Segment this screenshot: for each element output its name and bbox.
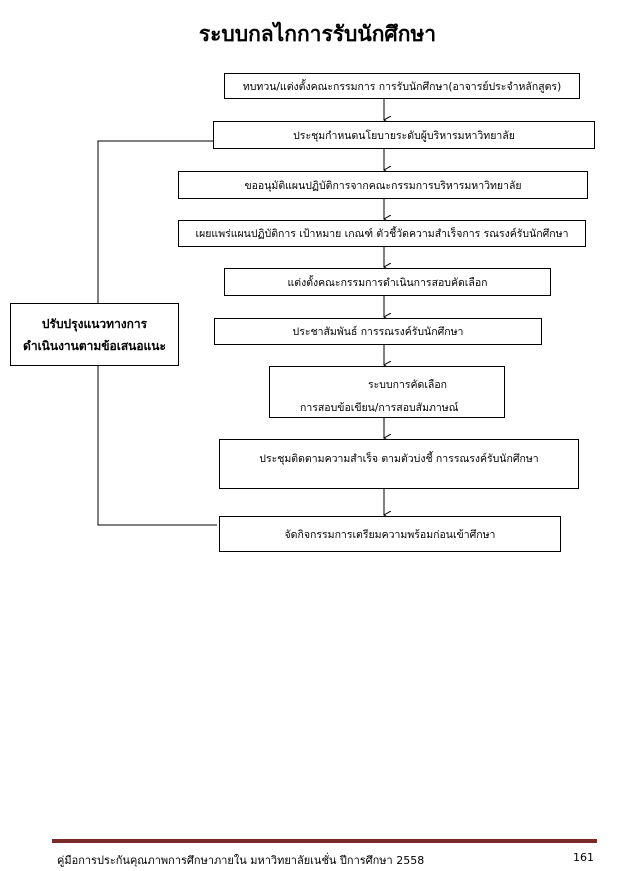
footer-divider (52, 839, 597, 843)
selection-system-line2: การสอบข้อเขียน/การสอบสัมภาษณ์ (300, 402, 459, 414)
page-number: 161 (573, 851, 594, 864)
step-followup-meeting: ประชุมติดตามความสำเร็จ ตามตัวบ่งชี้ การร… (219, 439, 579, 489)
step-policy-meeting: ประชุมกำหนดนโยบายระดับผู้บริหารมหาวิทยาล… (213, 121, 595, 149)
step-plan-approval: ขออนุมัติแผนปฏิบัติการจากคณะกรรมการบริหา… (178, 171, 588, 199)
step-selection-system: ระบบการคัดเลือก การสอบข้อเขียน/การสอบสัม… (269, 366, 505, 418)
step-public-relations: ประชาสัมพันธ์ การรณรงค์รับนักศึกษา (214, 318, 542, 345)
step-orientation-activities: จัดกิจกรรมการเตรียมความพร้อมก่อนเข้าศึกษ… (219, 516, 561, 552)
feedback-line2: ดำเนินงานตามข้อเสนอแนะ (23, 339, 166, 353)
step-publish-plan: เผยแพร่แผนปฏิบัติการ เป้าหมาย เกณฑ์ ตัวช… (178, 220, 586, 247)
feedback-line1: ปรับปรุงแนวทางการ (41, 317, 148, 331)
step-exam-committee: แต่งตั้งคณะกรรมการดำเนินการสอบคัดเลือก (224, 268, 551, 296)
feedback-box: ปรับปรุงแนวทางการ ดำเนินงานตามข้อเสนอแนะ (10, 303, 179, 366)
footer-text: คู่มือการประกันคุณภาพการศึกษาภายใน มหาวิ… (57, 854, 425, 867)
diagram-title: ระบบกลไกการรับนักศึกษา (198, 22, 437, 46)
selection-system-line1: ระบบการคัดเลือก (368, 379, 448, 391)
step-review-committee: ทบทวน/แต่งตั้งคณะกรรมการ การรับนักศึกษา(… (224, 73, 580, 99)
